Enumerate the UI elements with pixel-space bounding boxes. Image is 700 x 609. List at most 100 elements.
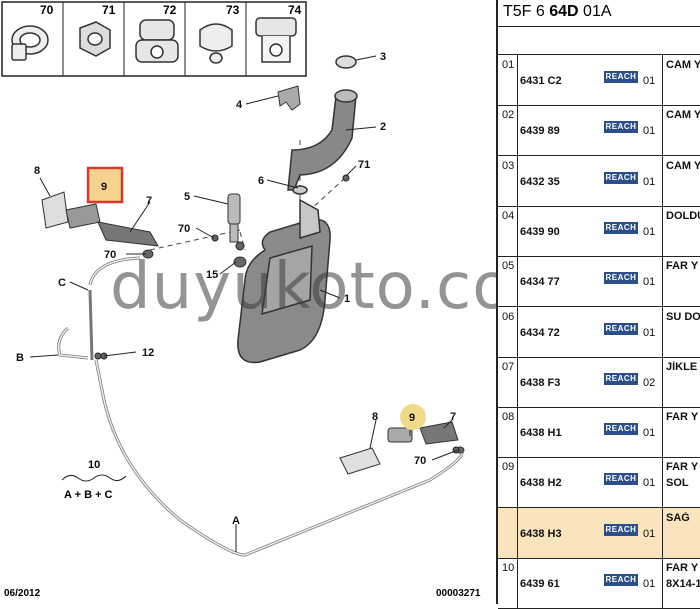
callout-9b: 9 (409, 412, 415, 424)
row-number: 03 (502, 159, 515, 172)
callout-7b: 7 (450, 411, 456, 423)
reach-badge: REACH (604, 71, 638, 83)
hose-clip-icon (135, 19, 179, 63)
part-reference: 6438 F3 (520, 376, 561, 389)
callout-1: 1 (344, 293, 350, 305)
panel-blank-row (498, 27, 700, 55)
description: CAM Y (666, 59, 700, 71)
part-reference: 6432 35 (520, 175, 560, 188)
quantity: 01 (643, 527, 656, 540)
callout-6: 6 (258, 175, 264, 187)
formula-bottom: A + B + C (64, 489, 113, 501)
reach-badge: REACH (604, 523, 638, 536)
diagram-svg: 70 71 72 73 74 (1, 1, 465, 557)
part-row[interactable]: 05 6434 77 REACH 01 FAR Y (498, 256, 700, 308)
column-divider (662, 155, 663, 206)
column-divider (517, 306, 518, 357)
row-number: 10 (502, 562, 515, 574)
reach-badge: REACH (604, 423, 638, 436)
callout-5: 5 (184, 191, 190, 203)
nut-icon (79, 21, 111, 57)
double-clip-icon (255, 17, 297, 63)
quantity: 01 (643, 578, 656, 590)
open-clip-icon (199, 23, 233, 64)
callout-70b: 70 (104, 249, 116, 261)
part-reference: 6439 90 (520, 225, 560, 238)
description: FAR Y (666, 260, 699, 273)
callout-70c: 70 (414, 455, 426, 467)
column-divider (517, 457, 518, 508)
column-divider (517, 55, 518, 105)
callout-12: 12 (142, 347, 154, 359)
footer-date: 06/2012 (4, 588, 41, 599)
band-clamp-icon (11, 25, 49, 61)
hose-lines (57, 140, 464, 557)
callout-7a: 7 (146, 195, 152, 207)
filler-neck (287, 55, 358, 195)
row-number: 06 (502, 310, 515, 323)
pump-part (227, 193, 247, 268)
column-divider (662, 407, 663, 458)
row-number: 07 (502, 360, 515, 373)
reach-badge: REACH (604, 221, 638, 234)
callout-15: 15 (206, 269, 218, 281)
callout-2: 2 (380, 121, 386, 133)
description-line2: SOL (666, 477, 689, 490)
clip-74-label: 74 (288, 3, 302, 17)
description: SAĞ (666, 511, 690, 524)
callout-8b: 8 (372, 411, 378, 423)
code-suffix: 01A (578, 3, 612, 20)
column-divider (662, 256, 663, 307)
callout-71: 71 (358, 159, 370, 171)
callout-8a: 8 (34, 165, 40, 177)
callout-70a: 70 (178, 223, 190, 235)
reach-badge: REACH (604, 272, 638, 285)
column-divider (662, 105, 663, 156)
reservoir-tank (237, 198, 331, 364)
reach-badge: REACH (604, 322, 638, 335)
callout-9-circle[interactable] (400, 404, 426, 430)
column-divider (662, 558, 663, 608)
column-divider (517, 105, 518, 156)
reach-badge: REACH (604, 473, 638, 486)
column-divider (662, 457, 663, 508)
formula-top: 10 (88, 459, 100, 471)
column-divider (662, 356, 663, 407)
code-prefix: T5F 6 (503, 3, 550, 20)
row-number: 05 (502, 260, 515, 273)
description: FAR Y (666, 411, 699, 424)
column-divider (662, 205, 663, 256)
selected-callout-box[interactable] (86, 166, 124, 204)
part-reference: 6434 77 (520, 276, 560, 289)
quantity: 01 (643, 75, 656, 87)
row-number: 04 (502, 209, 515, 222)
quantity: 01 (643, 276, 656, 289)
clip-strip: 70 71 72 73 74 (1, 1, 307, 77)
column-divider (517, 155, 518, 206)
description: JİKLE (666, 360, 698, 373)
reach-badge: REACH (604, 574, 638, 586)
part-reference: 6438 H1 (520, 427, 562, 440)
description: FAR Y (666, 562, 699, 574)
column-divider (662, 55, 663, 105)
row-number: 01 (502, 59, 515, 71)
column-divider (517, 407, 518, 458)
code-bold: 64D (549, 3, 579, 20)
quantity: 01 (643, 326, 656, 339)
part-reference: 6439 89 (520, 125, 560, 138)
parts-diagram: 70 71 72 73 74 (1, 1, 575, 599)
callout-B: B (16, 352, 24, 364)
part-reference: 6438 H2 (520, 477, 562, 490)
part-reference: 6439 61 (520, 578, 560, 590)
